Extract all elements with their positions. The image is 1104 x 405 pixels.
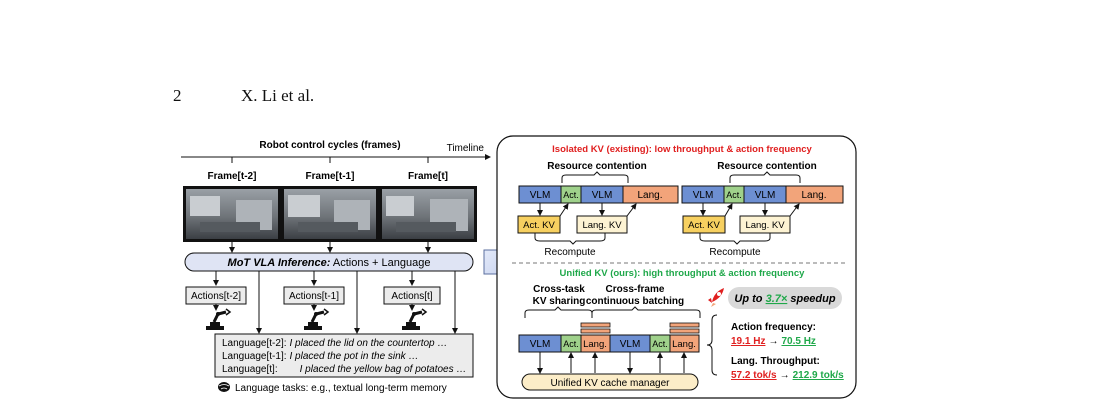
robot-arm-icon — [206, 308, 232, 330]
lang-label: Lang. — [801, 190, 826, 201]
lang-label: Lang. — [637, 190, 662, 201]
recompute-label: Recompute — [709, 247, 761, 258]
recompute-label: Recompute — [544, 247, 596, 258]
act-kv-box — [517, 215, 561, 234]
unified-kv-manager-label: Unified KV cache manager — [551, 378, 671, 389]
vlm-label: VLM — [755, 190, 776, 201]
robot-arm-icon — [304, 308, 330, 330]
lang-block — [622, 185, 679, 204]
brace — [729, 171, 801, 183]
lang-stack — [580, 322, 611, 334]
lang-throughput-values: 57.2 tok/s→212.9 tok/s — [731, 370, 844, 381]
unified-title: Unified KV (ours): high throughput & act… — [560, 268, 806, 279]
brace — [561, 171, 629, 183]
speedup-pill — [728, 287, 842, 309]
frame-image-t — [379, 186, 477, 242]
actions-label-t-2: Actions[t-2] — [191, 291, 241, 302]
lang-kv-label: Lang. KV — [745, 220, 785, 231]
lang-stack — [669, 322, 700, 334]
cross-frame-label: Cross-frame — [606, 284, 665, 295]
language-row: Language[t]:I placed the yellow bag of p… — [222, 364, 466, 375]
lang-kv-label: Lang. KV — [582, 220, 622, 231]
left-panel: Robot control cycles (frames) Timeline F… — [181, 140, 491, 394]
resource-contention-label: Resource contention — [547, 161, 646, 172]
continuous-batching-label: continuous batching — [586, 296, 684, 307]
unified-kv-manager — [521, 373, 699, 391]
action-frequency-values: 19.1 Hz→70.5 Hz — [731, 336, 816, 347]
arrow — [724, 203, 733, 217]
page-number: 2 — [173, 86, 182, 105]
act-kv-box — [682, 215, 726, 234]
speedup-label: Up to 3.7× speedup — [734, 293, 835, 305]
lang-kv-box — [576, 215, 628, 234]
lang-label: Lang. — [672, 339, 696, 350]
frame-label-t: Frame[t] — [408, 171, 448, 182]
kv-sharing-label: KV sharing — [533, 296, 586, 307]
running-head: X. Li et al. — [241, 86, 315, 105]
language-tasks-note: Language tasks: e.g., textual long-term … — [235, 383, 447, 394]
vlm-label: VLM — [592, 190, 613, 201]
vlm-label: VLM — [693, 190, 714, 201]
lang-throughput-label: Lang. Throughput: — [731, 356, 820, 367]
lang-label: Lang. — [583, 339, 607, 350]
act-label: Act. — [563, 190, 579, 200]
actions-label-t-1: Actions[t-1] — [289, 291, 339, 302]
brace — [591, 306, 701, 318]
frame-label-t-2: Frame[t-2] — [208, 171, 257, 182]
inference-bar — [184, 252, 474, 272]
language-row: Language[t-2]:I placed the lid on the co… — [222, 338, 447, 349]
brace — [699, 233, 771, 245]
frame-label-t-1: Frame[t-1] — [306, 171, 355, 182]
actions-label-t: Actions[t] — [391, 291, 432, 302]
vlm-label: VLM — [620, 339, 641, 350]
cross-task-label: Cross-task — [533, 284, 585, 295]
cycles-title: Robot control cycles (frames) — [259, 140, 400, 151]
right-panel: Isolated KV (existing): low throughput &… — [496, 135, 857, 399]
act-kv-label: Act. KV — [688, 220, 720, 231]
vlm-label: VLM — [530, 190, 551, 201]
resource-contention-label: Resource contention — [717, 161, 816, 172]
arrow — [559, 203, 569, 217]
arrow — [789, 203, 800, 217]
lang-block — [785, 185, 844, 204]
arrow — [626, 203, 637, 217]
lang-kv-box — [739, 215, 791, 234]
frame-image-t-1 — [281, 186, 379, 242]
language-row: Language[t-1]:I placed the pot in the si… — [222, 351, 418, 362]
language-box — [214, 333, 474, 378]
act-label: Act. — [652, 339, 668, 349]
timeline-label: Timeline — [447, 143, 485, 154]
isolated-title: Isolated KV (existing): low throughput &… — [552, 144, 812, 155]
rocket-icon — [708, 288, 724, 307]
frame-image-t-2 — [183, 186, 281, 242]
brace — [534, 233, 606, 245]
act-kv-label: Act. KV — [523, 220, 555, 231]
brace — [706, 314, 718, 376]
brain-icon — [218, 382, 230, 392]
brace — [524, 306, 593, 318]
action-frequency-label: Action frequency: — [731, 322, 816, 333]
robot-arm-icon — [402, 308, 428, 330]
inference-label: MoT VLA Inference: Actions + Language — [228, 257, 431, 269]
act-label: Act. — [563, 339, 579, 349]
page-header: 2 X. Li et al. — [0, 0, 1104, 120]
vlm-label: VLM — [530, 339, 551, 350]
act-label: Act. — [726, 190, 742, 200]
